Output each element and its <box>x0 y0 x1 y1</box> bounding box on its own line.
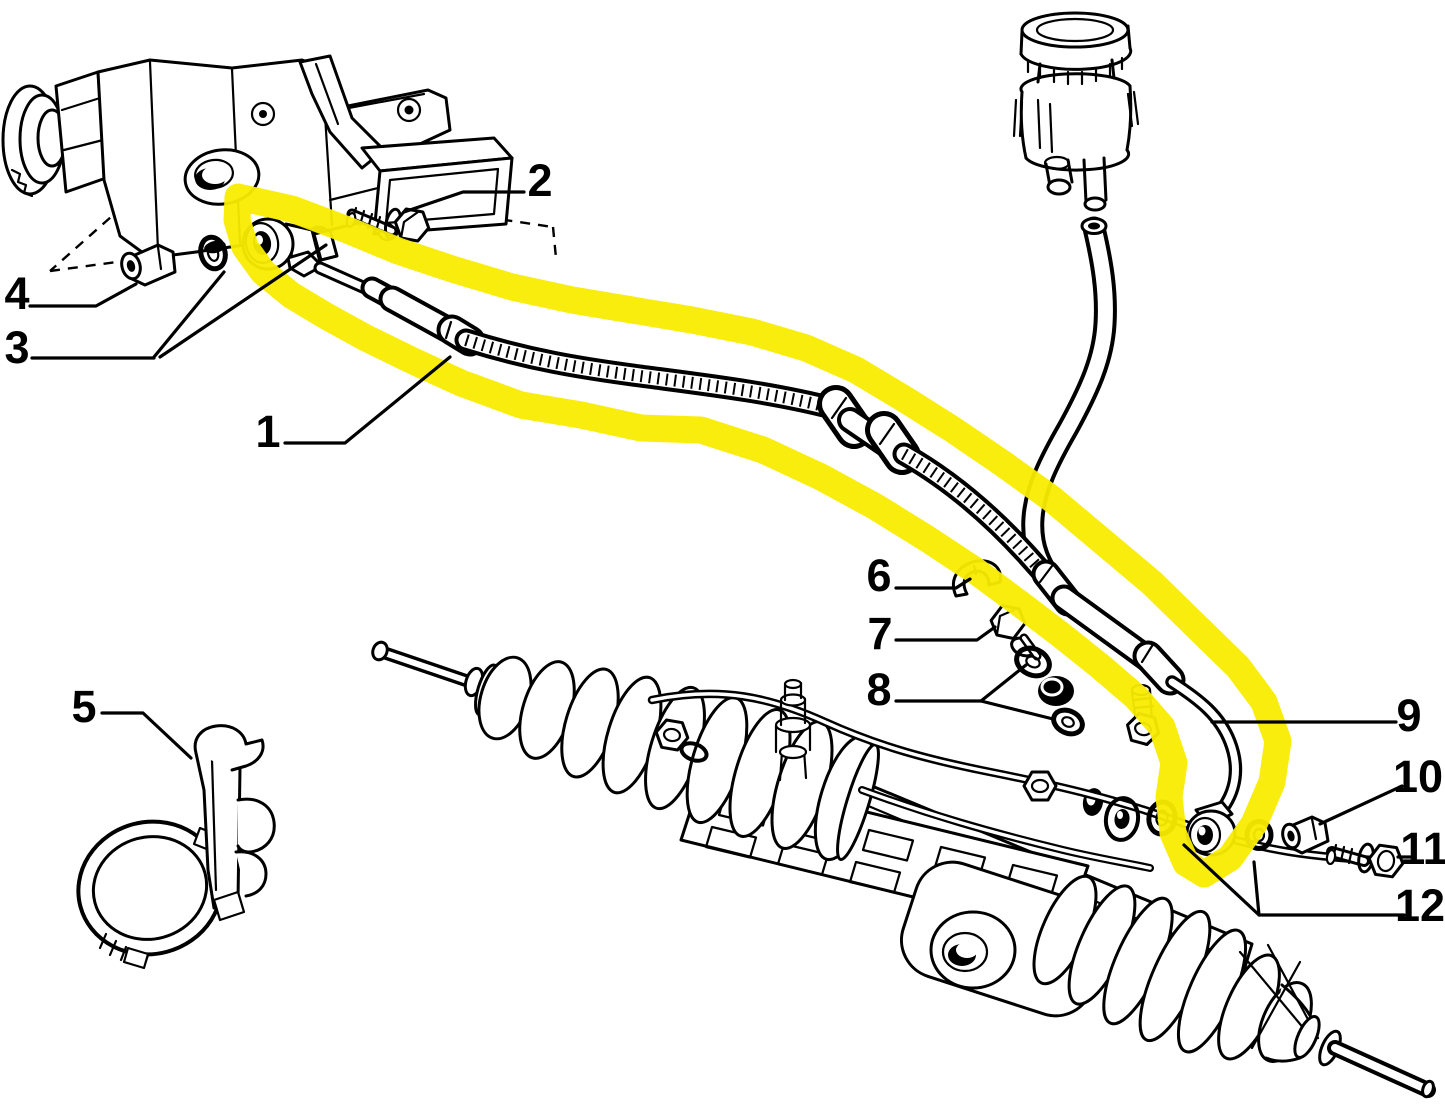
callout-2-leader <box>402 190 526 214</box>
left-boot <box>477 655 880 862</box>
callout-11-label: 11 <box>1400 823 1445 874</box>
callout-6-leader <box>894 577 972 590</box>
callout-10-leader <box>1318 784 1404 826</box>
callout-5-label: 5 <box>71 681 96 732</box>
washers-and-grommet <box>1014 645 1085 737</box>
highlight-marker <box>223 183 1292 888</box>
steering-rack <box>371 640 1436 1099</box>
callout-12-label: 12 <box>1395 880 1445 931</box>
union-elbow-pump <box>120 243 177 287</box>
callout-5-leader <box>100 711 193 760</box>
callout-1-label: 1 <box>255 406 280 457</box>
callout-7-label: 7 <box>867 608 892 659</box>
hose-clamp-bracket <box>76 724 276 970</box>
right-boot <box>1032 874 1342 1067</box>
callout-12-leader <box>1182 843 1406 917</box>
banjo-bolt-rack <box>1325 842 1405 879</box>
callout-2-label: 2 <box>527 155 552 206</box>
callout-9-label: 9 <box>1396 690 1421 741</box>
callout-6-label: 6 <box>866 550 891 601</box>
callout-8-label: 8 <box>866 664 891 715</box>
union-elbow-rack <box>1281 815 1330 855</box>
callout-10-label: 10 <box>1393 751 1443 802</box>
callout-numbers: 1 2 3 4 5 6 7 8 9 10 11 12 <box>4 155 1445 931</box>
callout-leaders <box>28 190 1415 917</box>
rack-port-boss <box>1103 796 1141 842</box>
callout-4-leader <box>28 282 138 308</box>
pipe-union-bolt <box>1022 770 1058 802</box>
callout-7-leader <box>894 625 997 642</box>
boot-clamp-bolt <box>654 718 709 763</box>
callout-3-label: 3 <box>4 322 29 373</box>
callout-4-label: 4 <box>4 268 29 319</box>
callout-1-leader <box>283 355 452 445</box>
callout-3-leader <box>30 243 328 360</box>
bleed-fitting <box>774 678 812 782</box>
callout-8-leader <box>894 663 1055 721</box>
